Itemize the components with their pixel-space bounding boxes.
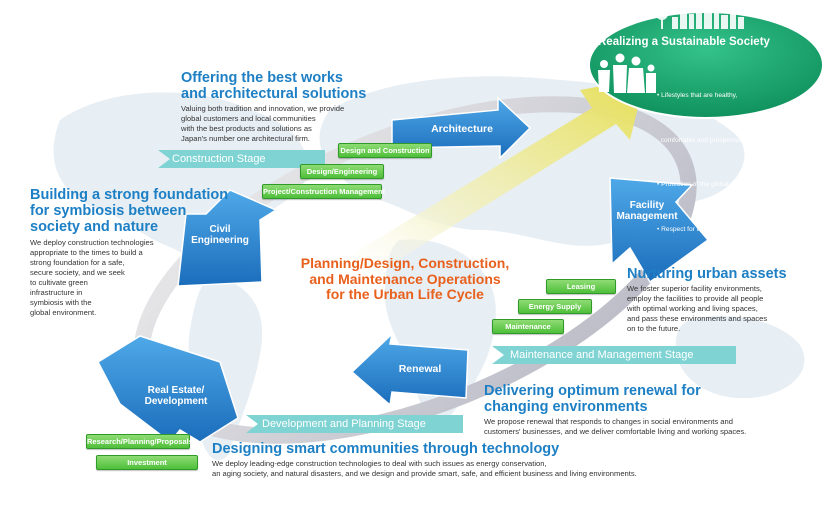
section-civil: Building a strong foundation for symbios… <box>30 187 245 318</box>
section-body: We propose renewal that responds to chan… <box>484 417 747 436</box>
center-title-line: for the Urban Life Cycle <box>326 286 484 302</box>
tag-leasing: Leasing <box>546 279 616 294</box>
facility-management-arrow <box>609 177 710 284</box>
tag-research-planning: Research/Planning/Proposals <box>86 434 193 449</box>
construction-stage-label: Construction Stage <box>172 153 266 165</box>
maintenance-stage-label: Maintenance and Management Stage <box>510 349 694 361</box>
section-renewal: Delivering optimum renewal for changing … <box>484 383 824 437</box>
construction-stage-band <box>158 150 325 168</box>
section-body: We deploy leading-edge construction tech… <box>212 459 637 478</box>
tag-design-engineering: Design/Engineering <box>300 164 384 179</box>
center-title-line: and Maintenance Operations <box>309 270 501 287</box>
node-label-line: Real Estate/ <box>147 385 205 396</box>
maintenance-stage-band <box>492 346 736 364</box>
node-label-line: Facility <box>629 200 665 211</box>
section-body: Valuing both tradition and innovation, w… <box>181 104 345 143</box>
section-title: Offering the best works and architectura… <box>181 70 367 102</box>
goal-item: comfortable and prosperous <box>657 136 743 144</box>
tag-investment: Investment <box>96 455 198 470</box>
sustainability-arrow <box>330 78 645 285</box>
section-title: Building a strong foundation for symbios… <box>30 187 229 235</box>
center-title: Planning/Design, Construction, and Maint… <box>270 255 540 303</box>
real-estate-arrow <box>97 335 239 444</box>
development-stage-label: Development and Planning Stage <box>262 418 426 430</box>
goal-item: • Lifestyles that are healthy, <box>657 92 738 99</box>
node-label-line: Development <box>144 396 208 407</box>
development-stage-band <box>246 415 463 433</box>
node-label-line: Civil <box>209 224 231 235</box>
goal-list: • Lifestyles that are healthy, comfortab… <box>657 56 817 270</box>
section-title: Designing smart communities through tech… <box>212 441 560 457</box>
node-label-line: Engineering <box>191 235 249 246</box>
section-architecture: Offering the best works and architectura… <box>181 70 401 144</box>
node-civil-engineering-label: Civil Engineering <box>180 224 260 246</box>
goal-title: Realizing a Sustainable Society <box>598 36 770 48</box>
goal-item: • Protection of the global environment <box>657 181 767 188</box>
section-smart-communities: Designing smart communities through tech… <box>212 441 802 479</box>
family-icon <box>598 53 656 93</box>
goal-item: • Respect for diversity of people <box>657 225 750 233</box>
node-real-estate-label: Real Estate/ Development <box>128 385 224 407</box>
city-skyline-icon <box>656 7 744 29</box>
tag-project-management: Project/Construction Management <box>262 184 385 199</box>
section-title: Delivering optimum renewal for changing … <box>484 383 701 415</box>
section-body: We foster superior facility environments… <box>627 284 768 333</box>
tag-maintenance: Maintenance <box>492 319 564 334</box>
tag-design-construction: Design and Construction <box>338 143 432 158</box>
center-title-line: Planning/Design, Construction, <box>300 255 510 271</box>
node-renewal-label: Renewal <box>398 363 442 375</box>
civil-engineering-arrow <box>177 189 278 287</box>
node-label-line: Management <box>616 211 678 222</box>
section-urban-assets: Nurturing urban assets We foster superio… <box>627 266 827 334</box>
renewal-arrow <box>350 331 469 407</box>
section-title: Nurturing urban assets <box>627 266 787 282</box>
section-body: We deploy construction technologies appr… <box>30 238 154 317</box>
tag-energy-supply: Energy Supply <box>518 299 592 314</box>
node-facility-management-label: Facility Management <box>602 200 692 222</box>
node-architecture-label: Architecture <box>431 123 493 135</box>
